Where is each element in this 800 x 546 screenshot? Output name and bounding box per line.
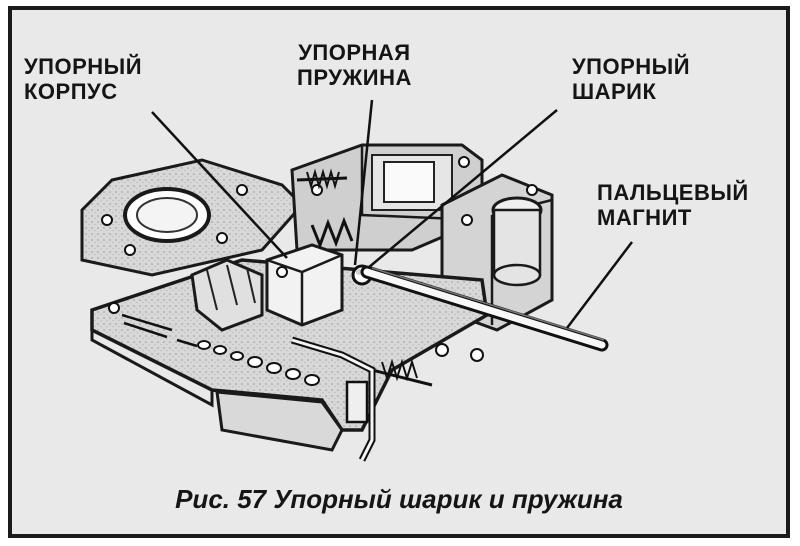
leader-lines	[151, 99, 633, 329]
label-stop-ball: УПОРНЫЙ ШАРИК	[572, 54, 691, 104]
valve-body-holes	[197, 340, 320, 386]
valve-body-illustration	[80, 99, 633, 462]
valve-body	[90, 258, 489, 432]
leader-stop-housing	[151, 111, 288, 259]
label-stop-housing: УПОРНЫЙ КОРПУС	[24, 54, 143, 104]
leader-stop-ball	[367, 109, 558, 269]
leader-stop-spring	[353, 99, 374, 266]
lower-block	[215, 390, 344, 452]
shift-linkage	[190, 258, 264, 332]
stop-housing	[265, 216, 354, 327]
leader-finger-magnet	[566, 241, 633, 329]
mounting-plate	[80, 158, 305, 277]
label-stop-spring: УПОРНАЯ ПРУЖИНА	[297, 40, 412, 90]
lower-spring	[371, 343, 484, 387]
figure-frame: УПОРНЫЙ КОРПУС УПОРНАЯ ПРУЖИНА УПОРНЫЙ Ш…	[8, 6, 790, 538]
finger-magnet	[360, 265, 609, 352]
oil-tube	[290, 336, 376, 462]
label-finger-magnet: ПАЛЬЦЕВЫЙ МАГНИТ	[597, 180, 749, 230]
figure-caption: Рис. 57 Упорный шарик и пружина	[175, 484, 623, 514]
